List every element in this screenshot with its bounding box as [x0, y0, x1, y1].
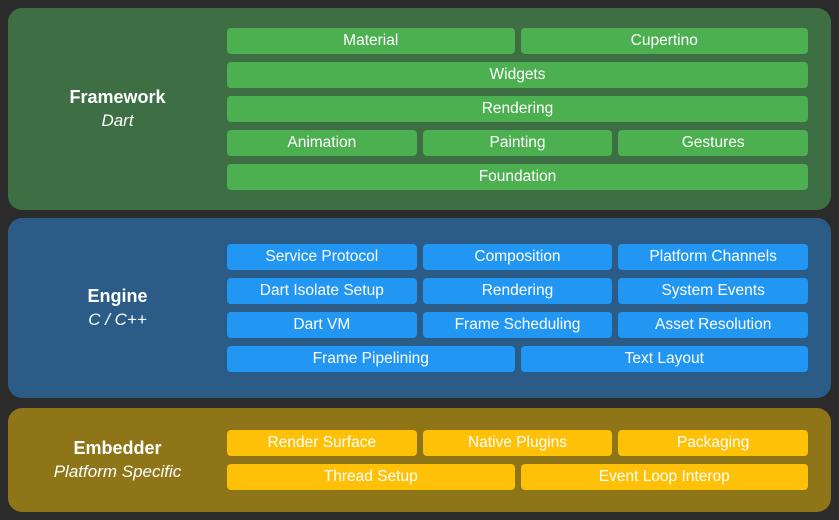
chip-thread-setup: Thread Setup — [227, 464, 515, 490]
chip-dart-isolate-setup: Dart Isolate Setup — [227, 278, 417, 304]
layer-engine-label: Engine C / C++ — [8, 218, 227, 398]
chip-gestures: Gestures — [618, 130, 808, 156]
layer-title: Framework — [69, 87, 166, 107]
layer-framework: Framework Dart Material Cupertino Widget… — [8, 8, 831, 210]
chip-platform-channels: Platform Channels — [618, 244, 808, 270]
chip-frame-pipelining: Frame Pipelining — [227, 346, 515, 372]
chip-service-protocol: Service Protocol — [227, 244, 417, 270]
chip-painting: Painting — [422, 130, 613, 156]
chip-rendering-engine: Rendering — [422, 278, 613, 304]
layer-embedder-chips: Render Surface Native Plugins Packaging … — [227, 408, 808, 512]
layer-embedder: Embedder Platform Specific Render Surfac… — [8, 408, 831, 512]
chip-dart-vm: Dart VM — [227, 312, 417, 338]
chip-rendering-framework: Rendering — [227, 96, 808, 122]
chip-animation: Animation — [227, 130, 417, 156]
chip-frame-scheduling: Frame Scheduling — [422, 312, 613, 338]
layer-embedder-label: Embedder Platform Specific — [8, 408, 227, 512]
layer-subtitle: Platform Specific — [53, 462, 182, 481]
chip-material: Material — [227, 28, 515, 54]
chip-native-plugins: Native Plugins — [422, 430, 613, 456]
layer-engine-chips: Service Protocol Composition Platform Ch… — [227, 218, 808, 398]
layer-subtitle: Dart — [101, 111, 134, 130]
chip-composition: Composition — [422, 244, 613, 270]
chip-packaging: Packaging — [618, 430, 808, 456]
chip-system-events: System Events — [618, 278, 808, 304]
chip-foundation: Foundation — [227, 164, 808, 190]
layer-framework-chips: Material Cupertino Widgets Rendering Ani… — [227, 8, 808, 210]
layer-framework-label: Framework Dart — [8, 8, 227, 210]
chip-asset-resolution: Asset Resolution — [618, 312, 808, 338]
layer-subtitle: C / C++ — [88, 310, 147, 329]
chip-render-surface: Render Surface — [227, 430, 417, 456]
layer-title: Engine — [87, 286, 148, 306]
layer-engine: Engine C / C++ Service Protocol Composit… — [8, 218, 831, 398]
chip-text-layout: Text Layout — [520, 346, 808, 372]
flutter-architecture-diagram: Framework Dart Material Cupertino Widget… — [8, 8, 831, 512]
layer-title: Embedder — [73, 438, 162, 458]
chip-widgets: Widgets — [227, 62, 808, 88]
chip-cupertino: Cupertino — [520, 28, 808, 54]
chip-event-loop-interop: Event Loop Interop — [520, 464, 808, 490]
